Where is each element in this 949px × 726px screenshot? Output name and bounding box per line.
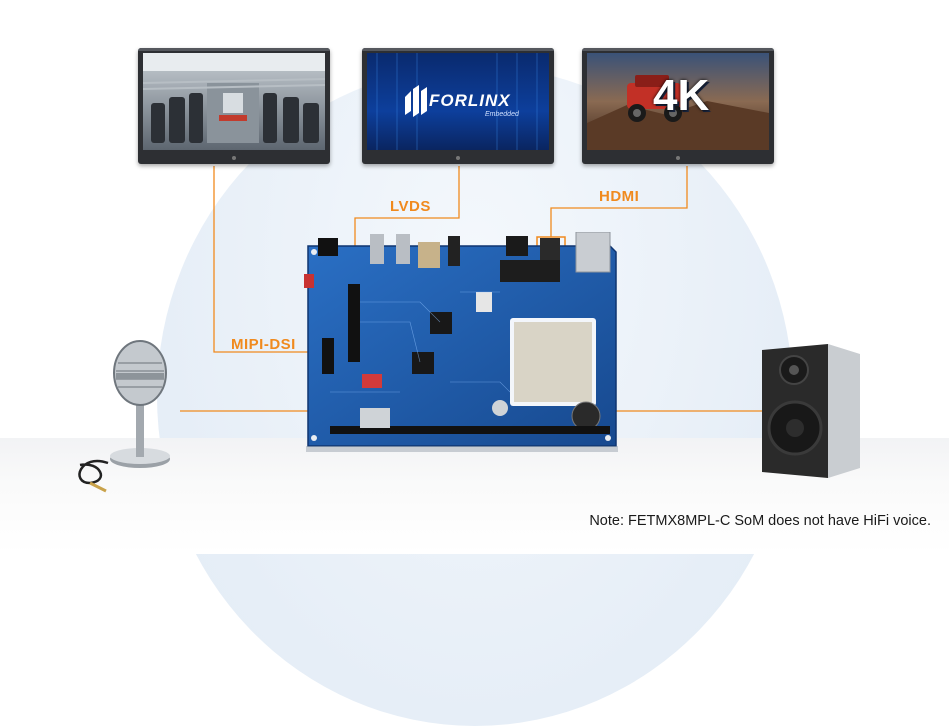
hdmi-line bbox=[550, 166, 688, 237]
logo-subtext: Embedded bbox=[485, 111, 519, 118]
factory-display bbox=[138, 48, 330, 164]
hdmi-label: HDMI bbox=[599, 188, 640, 205]
speaker-icon bbox=[762, 344, 862, 489]
4k-text: 4K bbox=[653, 71, 710, 120]
mipi-dsi-label: MIPI-DSI bbox=[231, 336, 296, 353]
forlinx-logo-icon bbox=[405, 85, 427, 117]
note-text: Note: FETMX8MPL-C SoM does not have HiFi… bbox=[589, 513, 931, 529]
development-board bbox=[300, 231, 620, 454]
mipi-line bbox=[213, 166, 316, 353]
microphone-icon bbox=[60, 333, 180, 498]
logo-text: FORLINX bbox=[429, 91, 511, 110]
4k-display: 4K bbox=[582, 48, 774, 164]
production-line-image bbox=[143, 53, 325, 150]
lvds-line bbox=[354, 166, 460, 246]
lvds-label: LVDS bbox=[390, 198, 431, 215]
offroad-truck-image: 4K bbox=[587, 53, 769, 150]
logo-display: FORLINX Embedded bbox=[362, 48, 554, 164]
